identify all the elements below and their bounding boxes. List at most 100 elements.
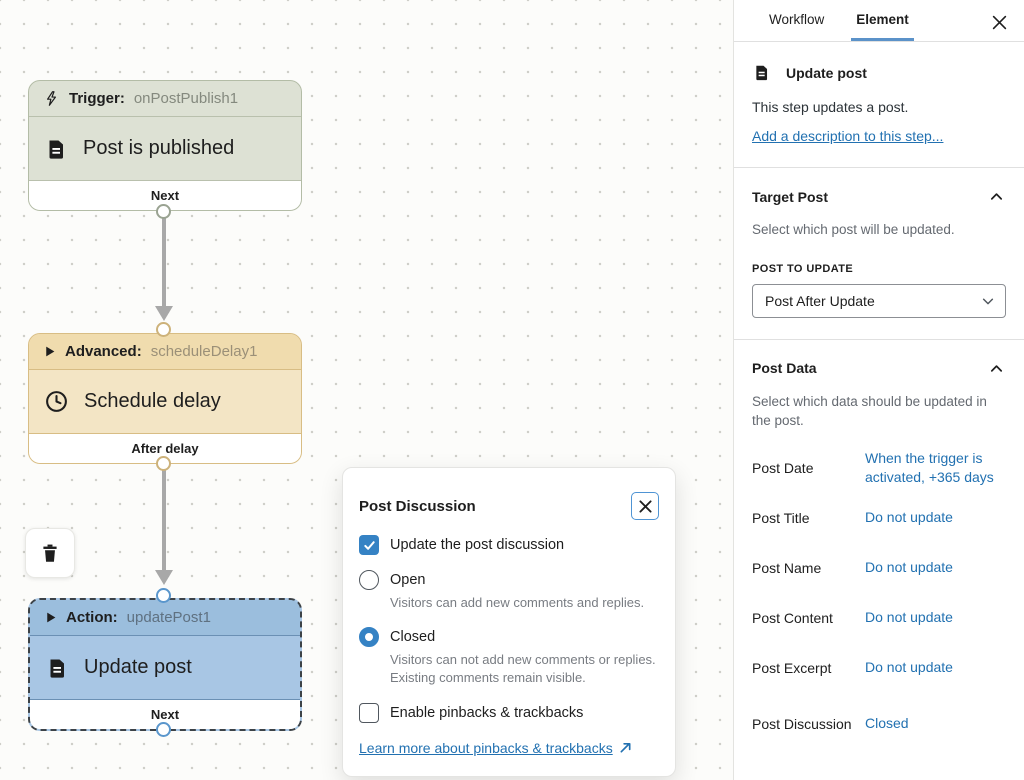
row-value-link[interactable]: Do not update <box>865 659 953 676</box>
post-data-row: Post Date When the trigger is activated,… <box>752 443 1006 493</box>
post-data-row: Post Name Do not update <box>752 543 1006 593</box>
chevron-down-icon <box>981 294 995 308</box>
tab-element[interactable]: Element <box>851 0 914 41</box>
connector-arrowhead-icon <box>155 570 173 585</box>
modal-close-button[interactable] <box>631 492 659 520</box>
open-radio-row[interactable]: Open <box>359 570 659 590</box>
clock-icon <box>44 389 69 414</box>
checkbox-checked-icon[interactable] <box>359 535 379 555</box>
trigger-node[interactable]: Trigger: onPostPublish1 Post is publishe… <box>28 80 302 211</box>
learn-more-link[interactable]: Learn more about pinbacks & trackbacks <box>359 739 613 756</box>
node-kind-label: Action: <box>66 609 118 626</box>
trigger-node-header: Trigger: onPostPublish1 <box>29 81 301 117</box>
target-post-section-header[interactable]: Target Post <box>752 187 1006 206</box>
output-port[interactable] <box>156 722 171 737</box>
play-triangle-icon <box>44 611 57 624</box>
delay-node-output-after-delay[interactable]: After delay <box>29 433 301 463</box>
step-description: This step updates a post. <box>752 99 909 115</box>
node-title: Post is published <box>83 137 235 159</box>
node-footer-label: Next <box>150 188 180 203</box>
connector-line <box>162 466 166 570</box>
section-description: Select which data should be updated in t… <box>752 393 987 429</box>
delay-node-body: Schedule delay <box>29 370 301 433</box>
inspector-panel: Workflow Element Update post This step u… <box>734 0 1024 780</box>
chevron-up-icon <box>989 361 1004 376</box>
row-label: Post Name <box>752 559 822 576</box>
post-discussion-modal: Post Discussion Update the post discussi… <box>342 467 676 777</box>
input-port[interactable] <box>156 322 171 337</box>
post-to-update-label: POST TO UPDATE <box>752 262 854 275</box>
post-data-row: Post Discussion Closed <box>752 693 1006 755</box>
chevron-up-icon <box>989 189 1004 204</box>
radio-label[interactable]: Open <box>390 572 426 588</box>
checkbox-label[interactable]: Enable pinbacks & trackbacks <box>390 704 584 721</box>
node-id-label: scheduleDelay1 <box>150 343 258 360</box>
row-label: Post Title <box>752 509 810 526</box>
inspector-tabbar: Workflow Element <box>734 0 1024 42</box>
row-label: Post Excerpt <box>752 659 832 676</box>
row-value-link[interactable]: Do not update <box>865 609 953 626</box>
collapse-section-button[interactable] <box>987 187 1006 206</box>
radio-selected-icon[interactable] <box>359 627 379 648</box>
tab-workflow[interactable]: Workflow <box>769 11 825 27</box>
add-description-link[interactable]: Add a description to this step... <box>752 128 944 144</box>
radio-label[interactable]: Closed <box>390 629 436 646</box>
trash-icon <box>39 542 61 564</box>
description-line: Visitors can not add new comments or rep… <box>390 652 656 668</box>
action-node-selected[interactable]: Action: updatePost1 Update post Next <box>28 598 302 731</box>
document-icon <box>44 137 68 161</box>
node-title: Schedule delay <box>84 390 221 412</box>
trigger-node-body: Post is published <box>29 117 301 180</box>
checkbox-unchecked-icon[interactable] <box>359 702 379 723</box>
step-title: Update post <box>786 64 867 81</box>
node-kind-label: Trigger: <box>69 90 125 107</box>
input-port[interactable] <box>156 588 171 603</box>
section-divider <box>734 338 1024 340</box>
post-data-section-header[interactable]: Post Data <box>752 359 1006 378</box>
output-port[interactable] <box>156 204 171 219</box>
post-to-update-select[interactable]: Post After Update <box>752 283 1006 318</box>
node-kind-label: Advanced: <box>65 343 142 360</box>
collapse-section-button[interactable] <box>987 359 1006 378</box>
action-node-body: Update post <box>30 636 300 699</box>
connector-arrowhead-icon <box>155 306 173 321</box>
row-value-link[interactable]: Closed <box>865 715 909 732</box>
external-link-icon <box>619 741 632 754</box>
update-discussion-checkbox-row[interactable]: Update the post discussion <box>359 535 659 555</box>
section-title: Post Data <box>752 360 817 377</box>
post-data-row: Post Excerpt Do not update <box>752 643 1006 693</box>
pinbacks-checkbox-row[interactable]: Enable pinbacks & trackbacks <box>359 702 659 723</box>
post-data-row: Post Content Do not update <box>752 593 1006 643</box>
post-data-row: Post Title Do not update <box>752 493 1006 543</box>
section-description: Select which post will be updated. <box>752 222 955 237</box>
panel-close-button[interactable] <box>986 9 1012 35</box>
delay-node-header: Advanced: scheduleDelay1 <box>29 334 301 370</box>
row-value-link[interactable]: When the trigger is activated, +365 days <box>865 449 994 485</box>
play-triangle-icon <box>43 345 56 358</box>
delay-node[interactable]: Advanced: scheduleDelay1 Schedule delay … <box>28 333 302 464</box>
closed-radio-row[interactable]: Closed <box>359 627 659 648</box>
node-title: Update post <box>84 656 192 678</box>
delete-step-button[interactable] <box>25 528 75 578</box>
radio-unselected-icon[interactable] <box>359 570 379 590</box>
row-value-link[interactable]: Do not update <box>865 509 953 526</box>
bolt-icon <box>43 90 60 107</box>
connector-line <box>162 212 166 308</box>
select-value: Post After Update <box>765 292 875 309</box>
action-node-header: Action: updatePost1 <box>30 600 300 636</box>
workflow-canvas[interactable]: Trigger: onPostPublish1 Post is publishe… <box>0 0 734 780</box>
node-id-label: updatePost1 <box>126 609 211 626</box>
checkbox-label[interactable]: Update the post discussion <box>390 537 565 553</box>
output-port[interactable] <box>156 456 171 471</box>
description-line: Existing comments remain visible. <box>390 670 586 686</box>
row-value-link[interactable]: Do not update <box>865 559 953 576</box>
close-icon <box>638 499 652 513</box>
node-id-label: onPostPublish1 <box>133 90 239 107</box>
row-label: Post Discussion <box>752 715 852 732</box>
row-label: Post Content <box>752 609 833 626</box>
post-data-rows: Post Date When the trigger is activated,… <box>752 443 1006 755</box>
document-icon <box>752 63 771 82</box>
node-footer-label: Next <box>150 707 180 722</box>
node-footer-label: After delay <box>131 441 199 456</box>
